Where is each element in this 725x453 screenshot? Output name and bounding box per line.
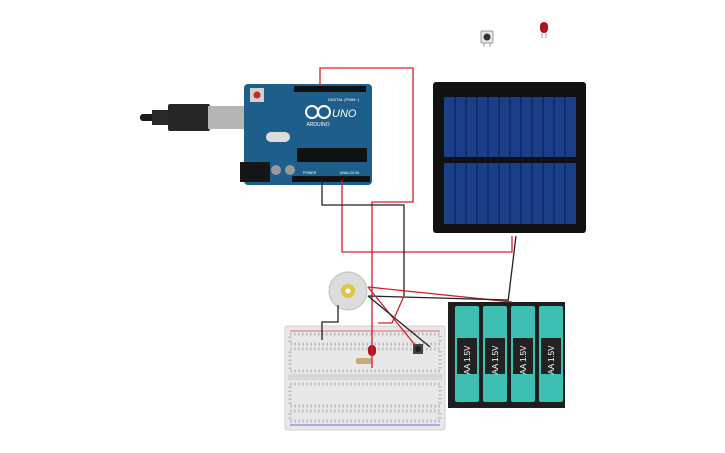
dc-motor[interactable] xyxy=(328,271,368,311)
battery-cell-3-label: AA 1.5V xyxy=(519,345,528,375)
usb-cable xyxy=(140,104,244,131)
wire-black-motor-breadboard xyxy=(367,295,431,348)
arduino-analog-header-label: ANALOG IN xyxy=(340,171,360,175)
led-component[interactable] xyxy=(540,22,548,38)
wire-black-solar-battery xyxy=(507,235,517,303)
wires[interactable] xyxy=(319,67,517,368)
arduino-uno-board[interactable]: ARDUINO UNO DIGITAL (PWM~) POWER ANALOG … xyxy=(240,84,372,185)
arduino-brand-label: ARDUINO xyxy=(306,122,329,128)
wire-red-arduino-analog xyxy=(341,180,513,253)
arduino-power-header-label: POWER xyxy=(303,171,317,175)
battery-cell-1-label: AA 1.5V xyxy=(463,345,472,375)
solar-panel[interactable] xyxy=(433,82,586,233)
breadboard[interactable] xyxy=(284,325,446,431)
arduino-model-label: UNO xyxy=(332,108,357,120)
wire-red-led xyxy=(378,295,405,324)
wire-black-arduino-gnd xyxy=(321,180,405,296)
wire-black-motor-down xyxy=(321,305,339,340)
battery-cell-4-label: AA 1.5V xyxy=(547,345,556,375)
wire-black-motor-battery xyxy=(367,295,509,301)
arduino-digital-header-label: DIGITAL (PWM~) xyxy=(328,97,360,102)
wire-red-arduino-top xyxy=(319,67,414,368)
pushbutton-component[interactable] xyxy=(480,30,494,47)
battery-cell-2-label: AA 1.5V xyxy=(491,345,500,375)
battery-pack[interactable]: AA 1.5V AA 1.5V AA 1.5V AA 1.5V xyxy=(448,302,565,408)
